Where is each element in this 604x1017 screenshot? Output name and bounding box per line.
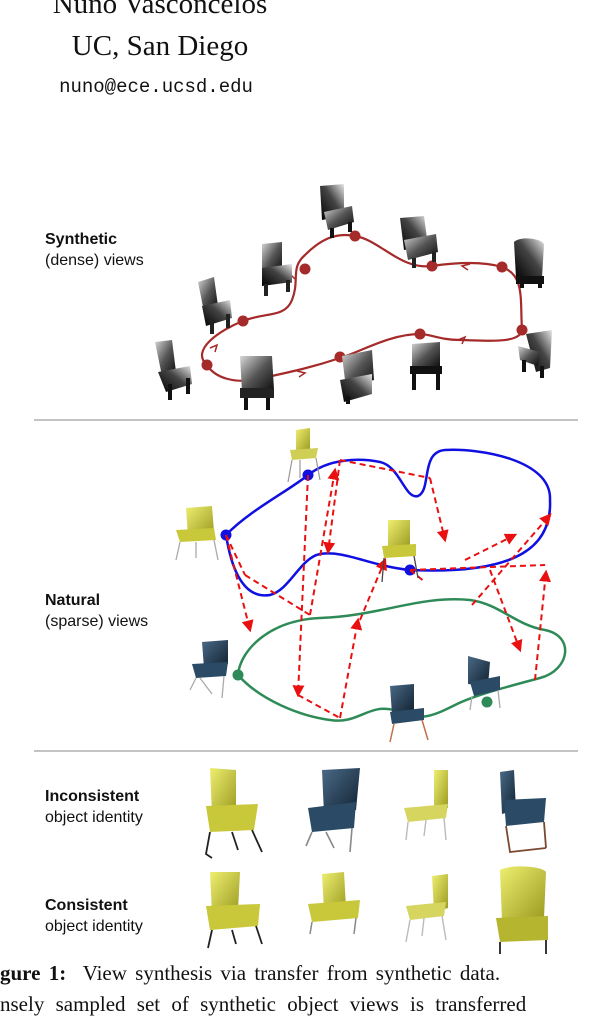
synthetic-chair-7 <box>518 330 552 378</box>
inconsistent-title: Inconsistent <box>45 788 140 805</box>
consistent-label: Consistent object identity <box>45 895 143 937</box>
green-view-points <box>232 669 493 717</box>
natural-chair-yellow-2 <box>175 506 219 561</box>
transfer-arrows <box>225 459 552 719</box>
inconsistent-label: Inconsistent object identity <box>45 786 143 828</box>
natural-label: Natural (sparse) views <box>45 590 148 632</box>
caption-label: gure 1: <box>0 961 67 985</box>
blue-view-points <box>220 469 416 576</box>
inconsistent-chair-4 <box>500 770 547 853</box>
author-name: Nuno Vasconcelos <box>52 0 268 20</box>
consistent-chair-4 <box>496 866 548 954</box>
author-email: nuno@ece.ucsd.edu <box>59 76 253 98</box>
blue-view-path <box>224 448 552 597</box>
synthetic-title: Synthetic <box>45 231 118 248</box>
consistent-title: Consistent <box>45 897 128 914</box>
section-divider-top <box>34 419 578 421</box>
synthetic-subtitle: (dense) views <box>45 252 144 269</box>
synthetic-chair-2 <box>198 277 232 334</box>
inconsistent-subtitle: object identity <box>45 809 143 826</box>
natural-chair-yellow-3 <box>381 520 419 583</box>
inconsistent-chair-3 <box>404 770 448 841</box>
consistent-chair-3 <box>405 874 448 943</box>
synthetic-chair-1 <box>155 340 192 400</box>
synthetic-chair-9 <box>340 350 374 404</box>
natural-chair-yellow-1 <box>287 428 321 483</box>
consistent-chair-1 <box>206 872 263 949</box>
consistent-subtitle: object identity <box>45 918 143 935</box>
synthetic-chair-10 <box>240 356 274 410</box>
synthetic-chair-4 <box>320 184 354 238</box>
synthetic-chair-6 <box>514 238 544 288</box>
inconsistent-chair-1 <box>205 768 263 859</box>
author-affiliation: UC, San Diego <box>71 30 249 62</box>
natural-chair-blue-2 <box>389 684 429 743</box>
caption-text-1: View synthesis via transfer from synthet… <box>82 961 501 985</box>
section-divider-bottom <box>34 750 578 752</box>
synthetic-chair-8 <box>410 342 442 390</box>
synthetic-label: Synthetic (dense) views <box>45 229 144 271</box>
natural-title: Natural <box>45 592 101 609</box>
figure-caption-line-1: gure 1: View synthesis via transfer from… <box>0 961 500 986</box>
figure-caption-line-2: nsely sampled set of synthetic object vi… <box>0 992 527 1016</box>
consistent-chair-2 <box>308 872 360 935</box>
natural-subtitle: (sparse) views <box>45 613 149 630</box>
inconsistent-chair-2 <box>305 768 360 853</box>
synthetic-chair-5 <box>400 216 438 268</box>
green-view-path <box>236 598 567 722</box>
synthetic-chair-3 <box>262 242 292 296</box>
natural-chair-blue-3 <box>468 656 501 711</box>
natural-chair-blue-1 <box>189 640 228 699</box>
